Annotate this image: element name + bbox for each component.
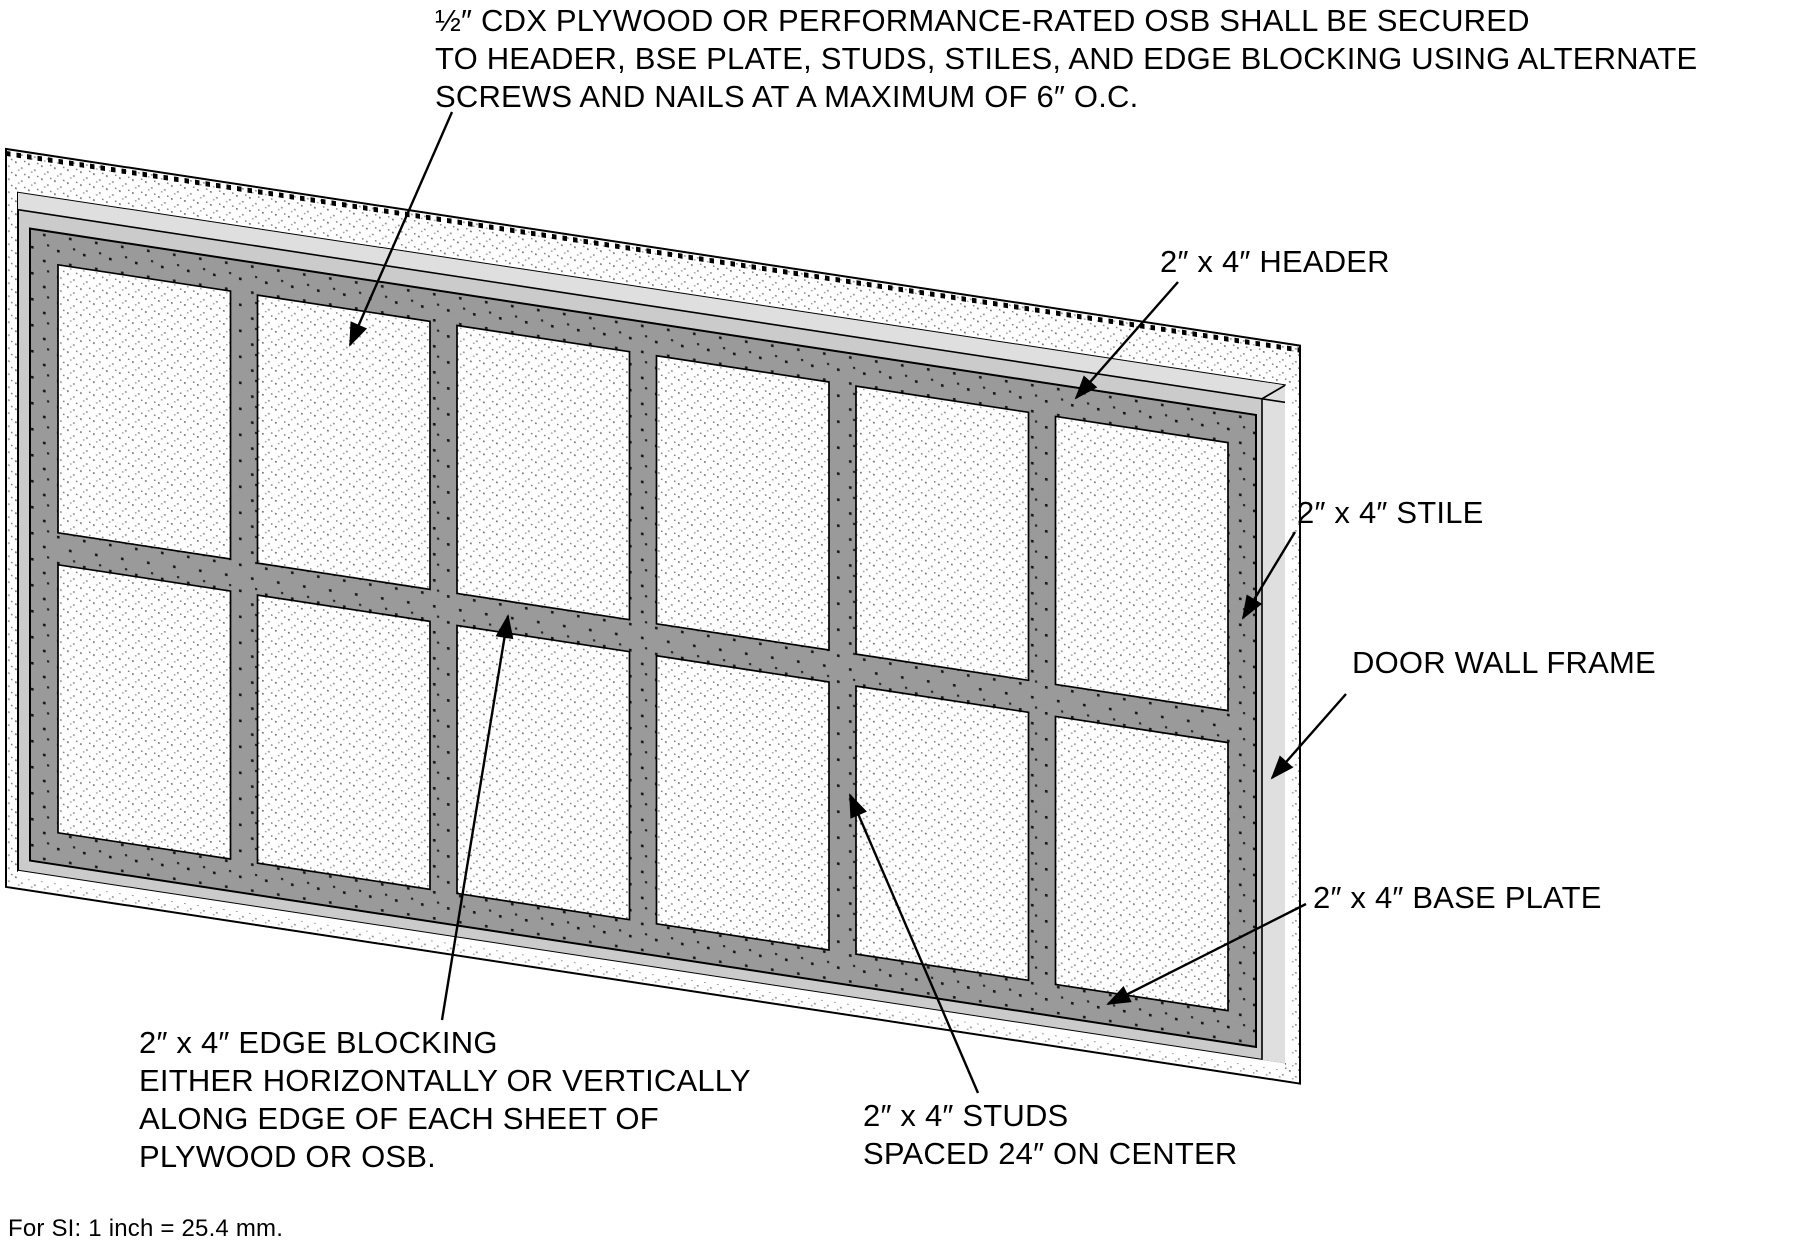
wall-edge-corner-bevel (1261, 384, 1286, 400)
panel-opening (655, 654, 830, 951)
panel-opening (456, 624, 631, 921)
leader-base-plate (1106, 902, 1307, 1006)
panel-opening (456, 324, 631, 621)
panel-opening (855, 685, 1030, 982)
wall-edge-right-face (1262, 381, 1285, 1064)
leader-header (1074, 281, 1179, 400)
door-wall-frame-label: DOOR WALL FRAME (1352, 645, 1656, 680)
header-label: 2″ x 4″ HEADER (1160, 244, 1390, 279)
edge-blocking-label: 2″ x 4″ EDGE BLOCKING EITHER HORIZONTALL… (139, 1025, 751, 1174)
si-conversion-note: For SI: 1 inch = 25.4 mm. (8, 1215, 284, 1242)
base-plate-label: 2″ x 4″ BASE PLATE (1313, 880, 1602, 915)
panel-openings (57, 263, 1229, 1012)
panel-opening (655, 354, 830, 651)
panel-opening (57, 263, 232, 561)
right-reveal-gap (1285, 385, 1291, 1065)
panel-opening (1054, 415, 1229, 712)
wall-edge-top-face (18, 192, 1285, 403)
bottom-reveal-gap (18, 870, 1285, 1071)
leader-door-wall-frame (1270, 693, 1347, 780)
leader-stile (1241, 531, 1297, 620)
studs-label: 2″ x 4″ STUDS SPACED 24″ ON CENTER (863, 1098, 1238, 1171)
panel-opening (1054, 715, 1229, 1012)
panel-opening (855, 385, 1030, 682)
panel-opening (57, 563, 232, 861)
panel-opening (256, 594, 431, 891)
panel-opening (256, 294, 431, 591)
leader-studs (848, 793, 980, 1094)
leader-lines (348, 111, 1347, 1094)
wall-assembly (5, 147, 1301, 1085)
leader-plywood-note (348, 111, 454, 347)
stile-label: 2″ x 4″ STILE (1297, 495, 1484, 530)
plywood-note-label: ½″ CDX PLYWOOD OR PERFORMANCE-RATED OSB … (435, 3, 1698, 114)
wall-edge-top-seam (18, 208, 1285, 404)
leader-edge-blocking (440, 614, 514, 1021)
